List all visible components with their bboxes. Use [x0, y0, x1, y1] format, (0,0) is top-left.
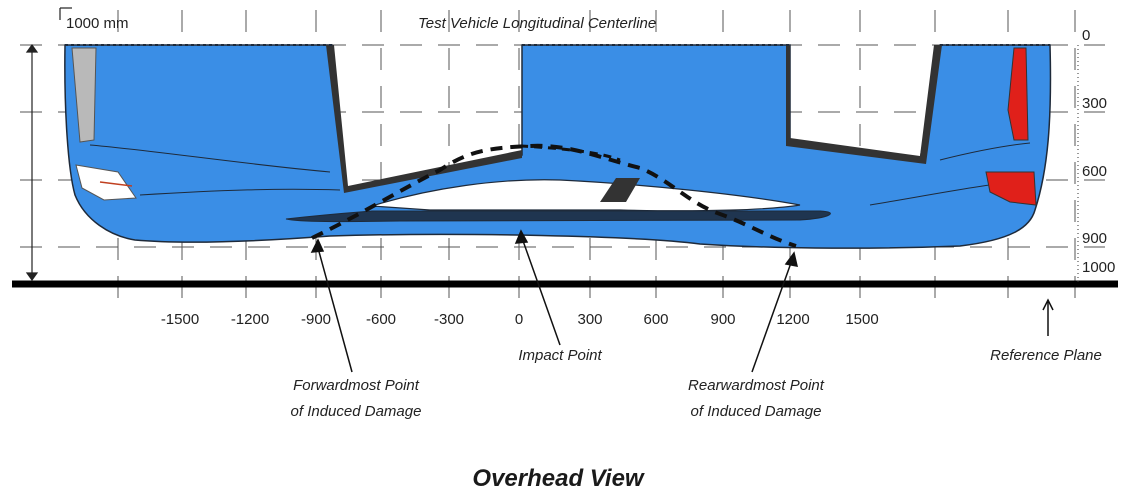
x-tick: -1500 — [161, 311, 199, 328]
y-tick-0: 0 — [1082, 27, 1090, 44]
x-tick: -300 — [434, 311, 464, 328]
tail-light-lower — [985, 171, 1037, 206]
dimension-line — [25, 7, 72, 282]
y-tick-300: 300 — [1082, 95, 1107, 112]
x-tick: 1200 — [776, 311, 809, 328]
x-tick: -1200 — [231, 311, 269, 328]
y-tick-900: 900 — [1082, 230, 1107, 247]
x-tick: -900 — [301, 311, 331, 328]
x-tick-labels: -1500 -1200 -900 -600 -300 0 300 600 900… — [161, 311, 879, 328]
diagram-title: Overhead View — [472, 465, 645, 492]
x-tick: 900 — [710, 311, 735, 328]
scale-label: 1000 mm — [66, 15, 129, 32]
cutout-edge-left — [326, 45, 522, 193]
x-tick: 0 — [515, 311, 523, 328]
callout-arrows — [310, 229, 1054, 373]
cutout-edge-right — [786, 45, 942, 164]
induced-damage-contour — [311, 143, 797, 248]
x-tick: 600 — [643, 311, 668, 328]
forward-damage-label-line1: Forwardmost Point — [293, 377, 420, 394]
x-tick: -600 — [366, 311, 396, 328]
centerline-label: Test Vehicle Longitudinal Centerline — [418, 15, 656, 32]
b-pillar — [600, 178, 640, 202]
x-tick: 300 — [577, 311, 602, 328]
tail-light-upper — [1007, 47, 1029, 141]
x-tick: 1500 — [845, 311, 878, 328]
front-side-marker — [71, 47, 97, 143]
rearward-damage-label-line2: of Induced Damage — [691, 403, 822, 420]
forward-damage-label-line2: of Induced Damage — [291, 403, 422, 420]
impact-point-label: Impact Point — [518, 347, 602, 364]
reference-plane-label: Reference Plane — [990, 347, 1102, 364]
rearward-damage-label-line1: Rearwardmost Point — [688, 377, 825, 394]
y-tick-600: 600 — [1082, 163, 1107, 180]
y-tick-1000: 1000 — [1082, 259, 1115, 276]
side-sill — [285, 210, 831, 223]
